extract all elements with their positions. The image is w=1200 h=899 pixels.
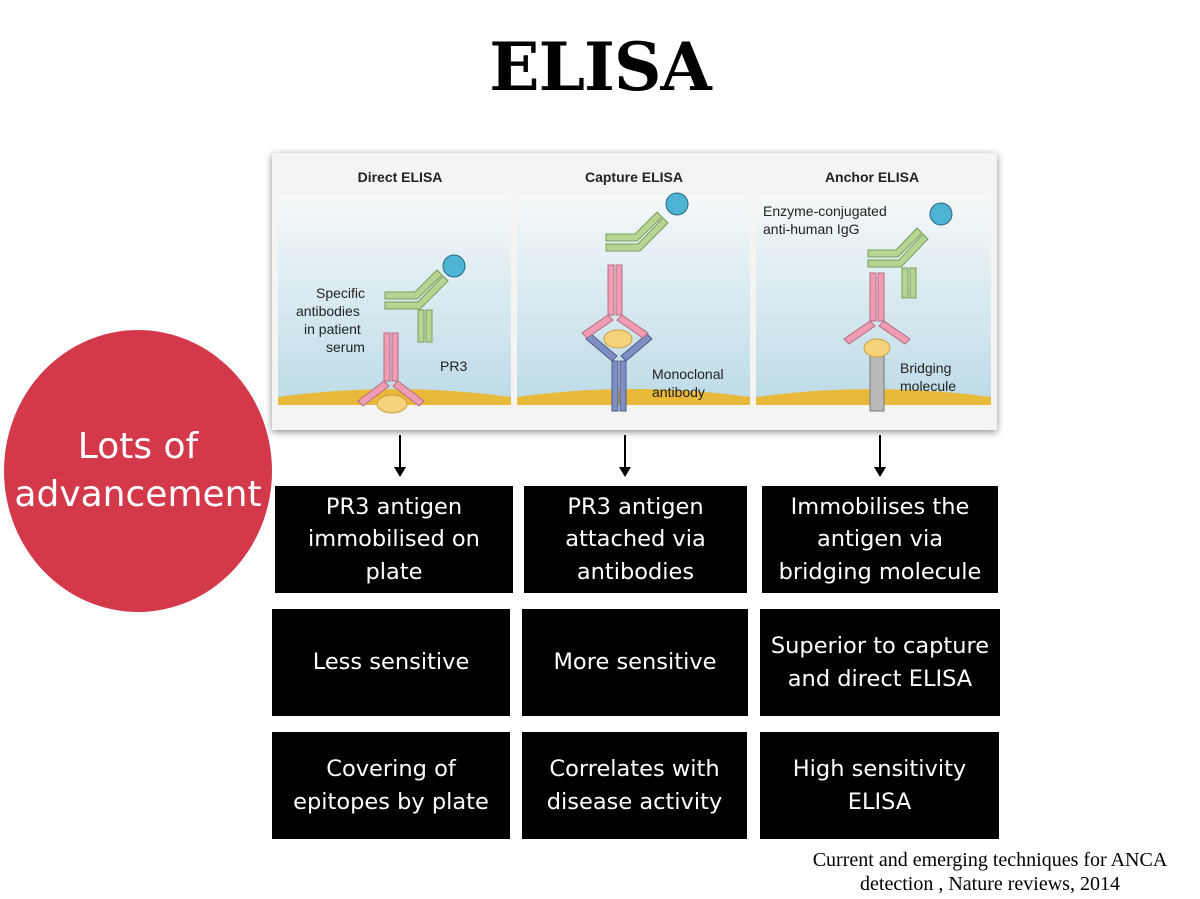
figure-label: molecule <box>900 378 956 394</box>
figure-label: antibodies <box>296 303 360 319</box>
figure-label: serum <box>326 339 365 355</box>
panel-heading: Direct ELISA <box>358 169 443 185</box>
down-arrow-icon <box>619 435 631 477</box>
panel-heading: Anchor ELISA <box>825 169 919 185</box>
description-box: Immobilises the antigen via bridging mol… <box>762 486 998 593</box>
note-box: Correlates with disease activity <box>522 732 747 839</box>
figure-label: anti-human IgG <box>763 221 860 237</box>
figure-label: Bridging <box>900 360 951 376</box>
pink-antibody-shape <box>357 332 425 407</box>
note-box: Covering of epitopes by plate <box>272 732 510 839</box>
enzyme-shape <box>665 192 689 216</box>
figure-label: PR3 <box>440 358 467 374</box>
green-antibody-shape <box>867 227 929 299</box>
figure-label: antibody <box>652 384 705 400</box>
panel-capture: Capture ELISA Monoclonal antibody <box>517 169 750 412</box>
citation: Current and emerging techniques for ANCA… <box>812 849 1168 895</box>
figure-label: Specific <box>316 285 365 301</box>
blue-antibody-shape <box>585 333 653 412</box>
sensitivity-box: More sensitive <box>522 609 748 716</box>
highlight-circle: Lots of advancement <box>4 330 272 612</box>
green-antibody-shape <box>384 269 449 343</box>
pink-antibody-shape <box>581 264 649 339</box>
pr3-antigen-shape <box>603 329 633 349</box>
note-box: High sensitivity ELISA <box>760 732 999 839</box>
highlight-text: Lots of advancement <box>14 426 262 515</box>
description-box: PR3 antigen attached via antibodies <box>524 486 747 593</box>
pr3-antigen-shape <box>376 394 408 414</box>
slide-title: ELISA <box>489 28 711 106</box>
down-arrow-icon <box>394 435 406 477</box>
figure-label: Monoclonal <box>652 366 724 382</box>
sensitivity-box: Less sensitive <box>272 609 510 716</box>
panel-direct: Direct ELISA Specific antibodies in pati… <box>278 169 511 414</box>
elisa-figure: Direct ELISA Specific antibodies in pati… <box>272 153 997 430</box>
elisa-diagram: Direct ELISA Specific antibodies in pati… <box>278 169 991 414</box>
figure-label: in patient <box>304 321 361 337</box>
sensitivity-box: Superior to capture and direct ELISA <box>760 609 1000 716</box>
bridging-molecule-shape <box>869 354 885 412</box>
figure-label: Enzyme-conjugated <box>763 203 887 219</box>
enzyme-shape <box>929 202 953 226</box>
panel-heading: Capture ELISA <box>585 169 683 185</box>
pr3-antigen-shape <box>863 338 891 358</box>
down-arrow-icon <box>874 435 886 477</box>
green-antibody-shape <box>605 211 669 252</box>
pink-antibody-shape <box>843 272 911 345</box>
enzyme-shape <box>442 254 466 278</box>
description-box: PR3 antigen immobilised on plate <box>275 486 513 593</box>
panel-anchor: Anchor ELISA Enzyme-conjugated anti-huma… <box>756 169 991 412</box>
